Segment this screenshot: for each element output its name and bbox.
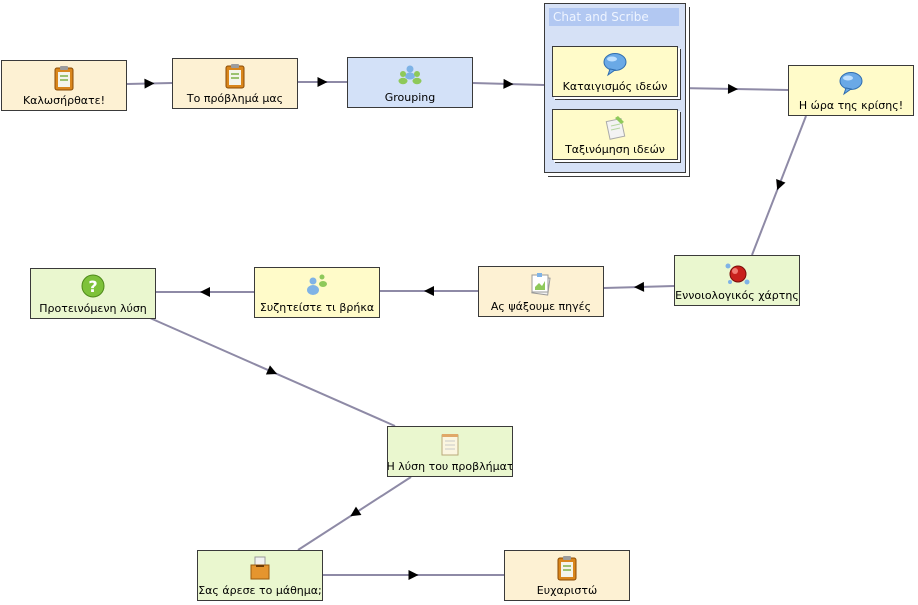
container-title: Chat and Scribe (549, 8, 679, 26)
activity-node-problem-solution[interactable]: Η λύση του προβλήματ (387, 426, 513, 477)
activity-node-concept-map[interactable]: Εννοιολογικός χάρτης (674, 255, 800, 306)
node-label: Ας ψάξουμε πηγές (490, 300, 592, 313)
chat-bubble-icon (839, 72, 863, 96)
activity-node-judgement-time[interactable]: Η ώρα της κρίσης! (788, 65, 914, 116)
arrow-head (350, 506, 362, 517)
activity-node-thank-you[interactable]: Ευχαριστώ (504, 550, 630, 601)
activity-node-our-problem[interactable]: Το πρόβλημά μας (172, 58, 298, 109)
activity-node-sorting-ideas[interactable]: Ταξινόμηση ιδεών (552, 109, 678, 160)
note-pen-icon (605, 116, 626, 140)
chat-bubble-icon (603, 53, 627, 77)
arrow-head (317, 77, 328, 87)
arrow-head (424, 286, 434, 296)
arrow-head (503, 78, 514, 89)
ballot-box-icon (250, 556, 270, 580)
arrow-head (408, 570, 419, 580)
discussion-icon (307, 274, 327, 295)
arrow-head (634, 281, 645, 292)
activity-node-welcome[interactable]: Καλωσήρθατε! (1, 60, 127, 111)
node-label: Συζητείστε τι βρήκα (259, 301, 375, 314)
activity-node-discuss-findings[interactable]: Συζητείστε τι βρήκα (254, 267, 380, 318)
node-label: Ταξινόμηση ιδεών (565, 143, 665, 156)
node-label: Σας άρεσε το μάθημα; (198, 584, 322, 597)
clipboard-icon (225, 64, 245, 89)
activity-node-search-sources[interactable]: Ας ψάξουμε πηγές (478, 266, 604, 317)
arrow-head (200, 287, 210, 297)
node-label: Ευχαριστώ (536, 584, 598, 597)
clipboard-icon (557, 556, 577, 581)
activity-node-proposed-solution[interactable]: ? Προτεινόμενη λύση (30, 268, 156, 319)
node-label: Η ώρα της κρίσης! (798, 99, 904, 112)
node-label: Εννοιολογικός χάρτης (675, 289, 799, 302)
node-label: Grouping (384, 91, 436, 104)
activity-node-lesson-feedback[interactable]: Σας άρεσε το μάθημα; (197, 550, 323, 601)
activity-node-brainstorming[interactable]: Καταιγισμός ιδεών (552, 46, 678, 97)
svg-text:?: ? (88, 277, 97, 296)
arrow-head (776, 179, 786, 191)
group-icon (398, 65, 422, 85)
node-label: Καλωσήρθατε! (22, 94, 106, 107)
node-label: Η λύση του προβλήματ (387, 460, 513, 473)
arrow-head (144, 78, 155, 89)
concept-map-icon (725, 263, 750, 285)
question-icon: ? (81, 274, 105, 298)
activity-node-grouping[interactable]: Grouping (347, 57, 473, 108)
notepad-icon (441, 434, 459, 456)
node-label: Το πρόβλημά μας (186, 92, 284, 105)
arrow-head (727, 83, 738, 94)
resources-icon (531, 273, 551, 296)
node-label: Καταιγισμός ιδεών (562, 80, 668, 93)
node-label: Προτεινόμενη λύση (39, 302, 147, 315)
arrow-head (265, 365, 278, 375)
clipboard-icon (54, 66, 74, 91)
